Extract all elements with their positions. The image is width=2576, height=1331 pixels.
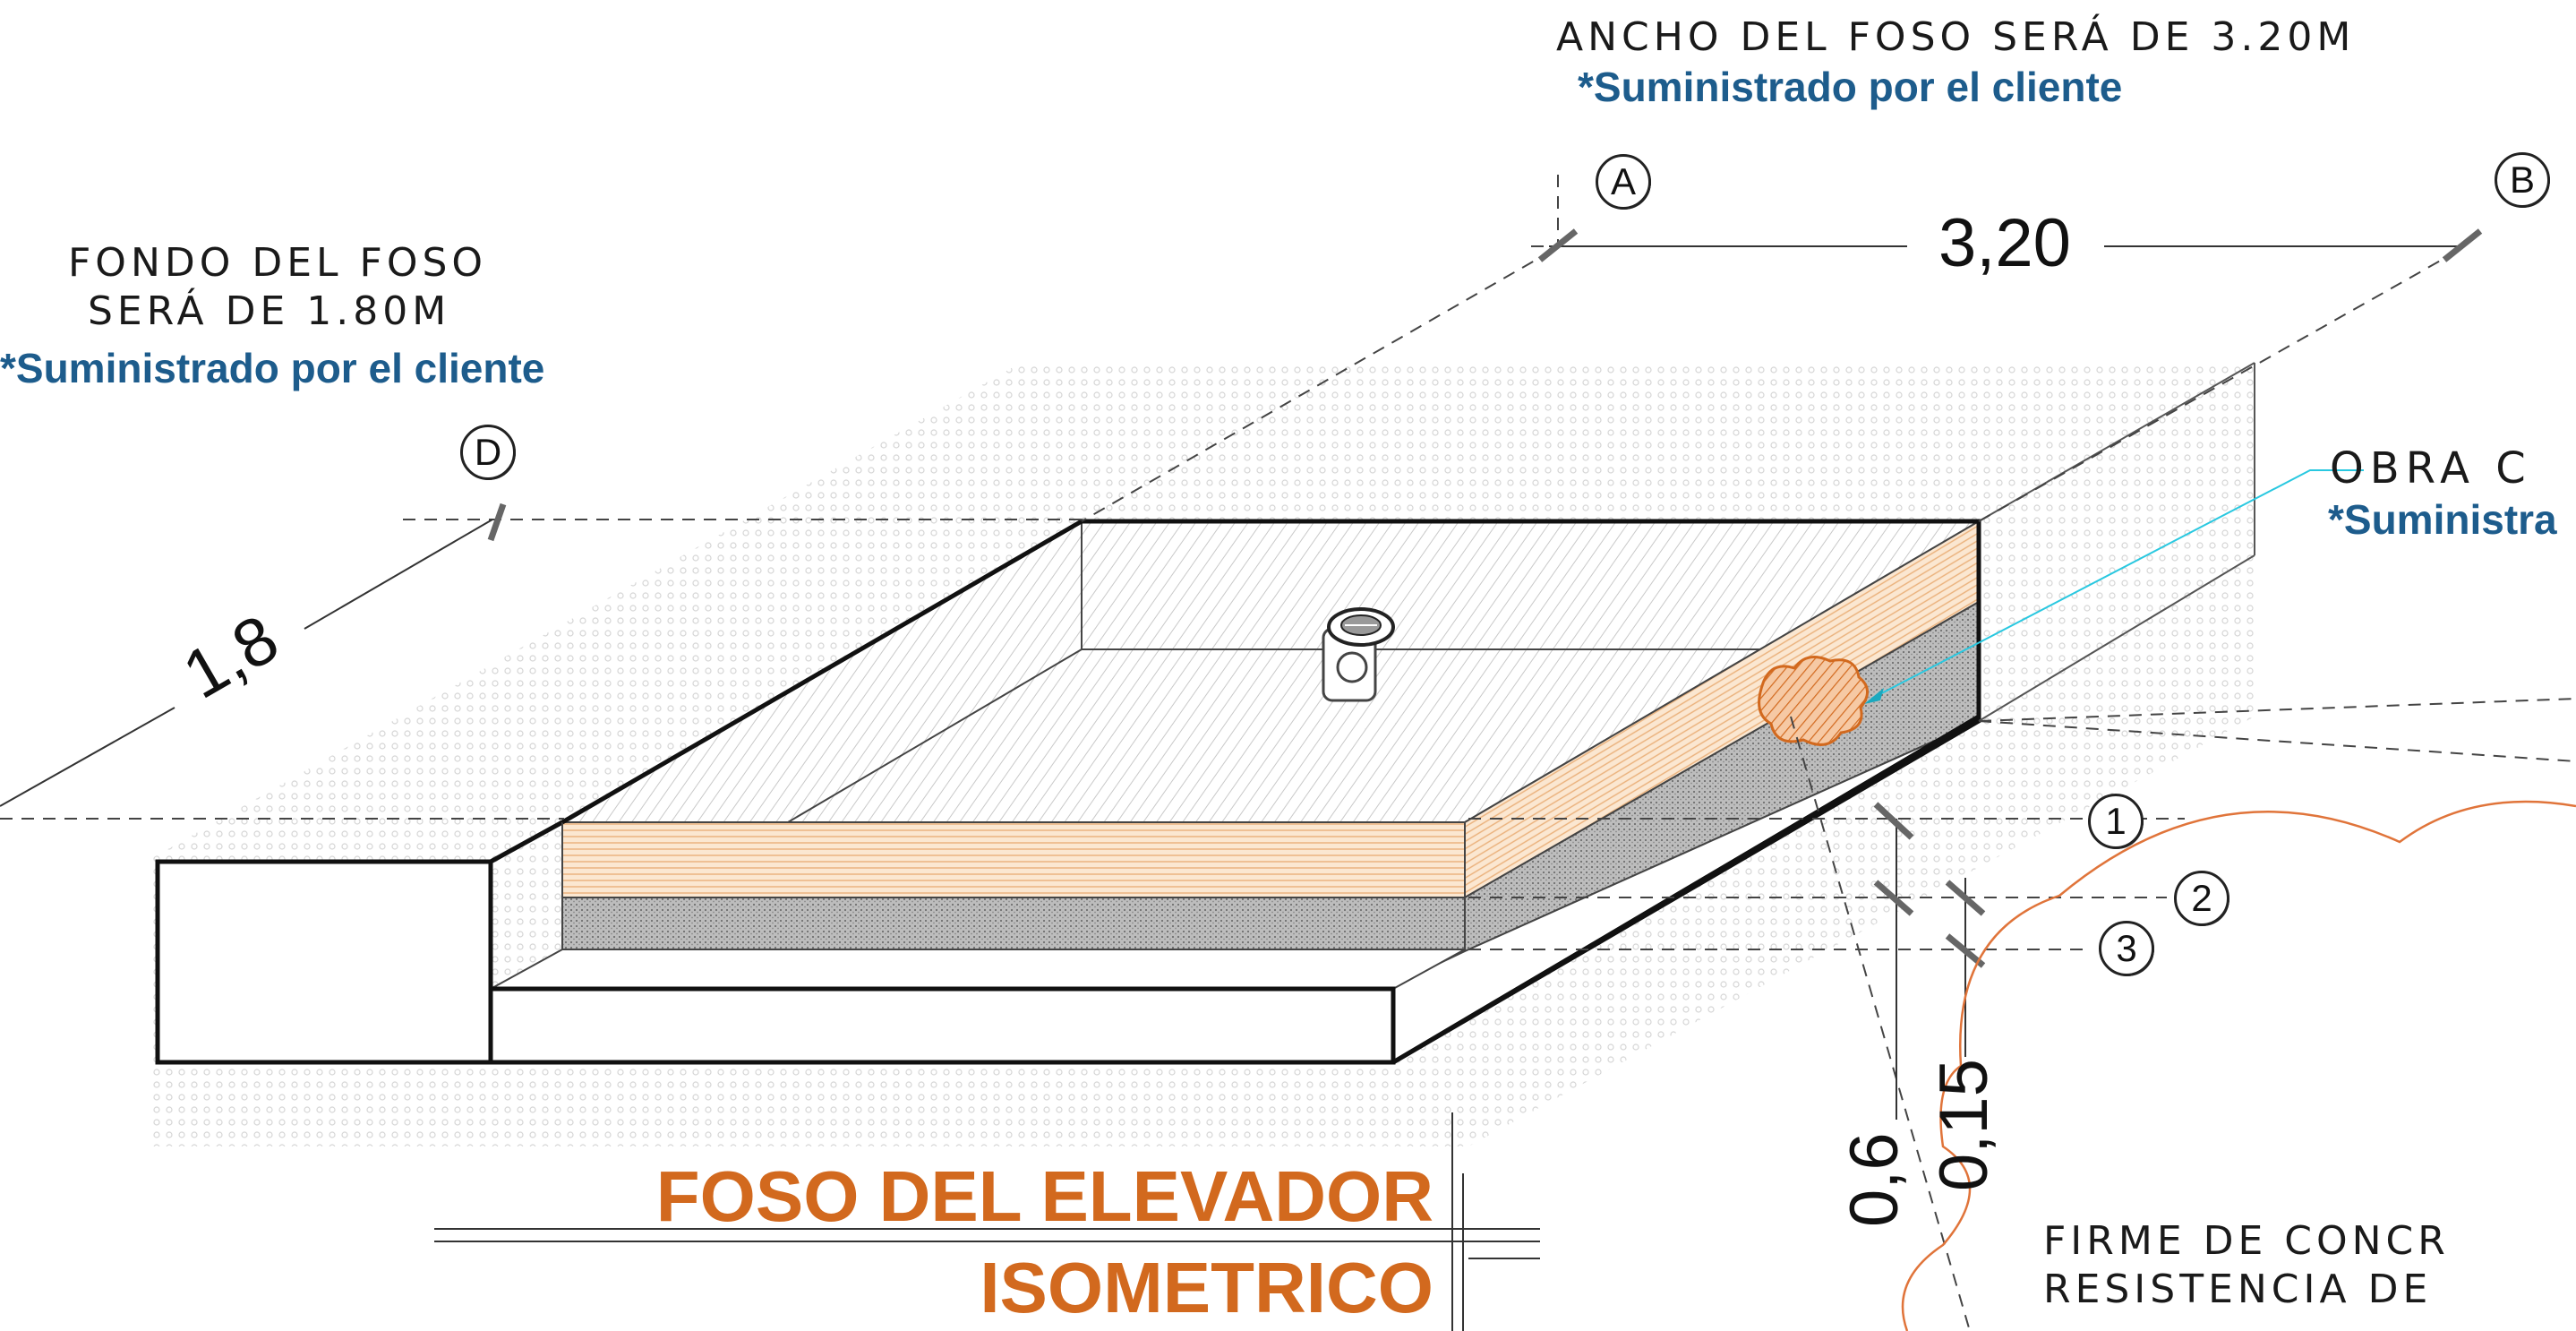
pit-depth-note-line1: Fondo del foso (68, 240, 488, 286)
obra-note: OBRA C (2330, 443, 2532, 494)
dimension-layer-b-label: 0,15 (1926, 1059, 2002, 1191)
grid-marker-d-label: D (474, 431, 502, 473)
front-wall-layers (490, 821, 1466, 990)
grid-marker-a: A (1593, 151, 1656, 214)
level-marker-3-label: 3 (2116, 927, 2137, 969)
dimension-layer-a-label: 0,6 (1836, 1132, 1913, 1227)
grid-marker-a-label: A (1610, 160, 1636, 202)
floor-drain-icon (1322, 607, 1395, 702)
firme-note-line1: FIRME DE CONCR (2043, 1218, 2450, 1264)
pit-depth-note-line2: será de 1.80m (88, 288, 451, 334)
pit-width-note: Ancho del foso será de 3.20m (1556, 14, 2356, 60)
dimension-ticks (487, 228, 2483, 968)
firme-note-line2: RESISTENCIA DE (2043, 1267, 2433, 1312)
dimension-lines (0, 245, 2458, 1120)
level-marker-3: 3 (2096, 918, 2159, 981)
dimension-width-label: 3,20 (1938, 205, 2071, 281)
grid-marker-d: D (458, 422, 520, 485)
level-marker-1: 1 (2085, 791, 2148, 854)
level-marker-1-label: 1 (2105, 800, 2127, 842)
obra-supplied-note: *Suministra (2328, 496, 2557, 543)
title-rules (434, 1112, 1540, 1331)
pit-width-supplied-note: *Suministrado por el cliente (1578, 64, 2123, 110)
drawing-title: FOSO DEL ELEVADOR (655, 1156, 1433, 1236)
revision-cloud (1758, 469, 2364, 746)
grid-marker-b-label: B (2509, 159, 2535, 201)
detail-callout-outline (1901, 800, 2576, 1331)
grid-marker-b: B (2492, 150, 2555, 212)
drawing-subtitle: ISOMETRICO (980, 1248, 1433, 1327)
level-marker-2: 2 (2171, 868, 2234, 931)
level-marker-2-label: 2 (2191, 877, 2212, 919)
pit-depth-supplied-note: *Suministrado por el cliente (0, 345, 545, 391)
